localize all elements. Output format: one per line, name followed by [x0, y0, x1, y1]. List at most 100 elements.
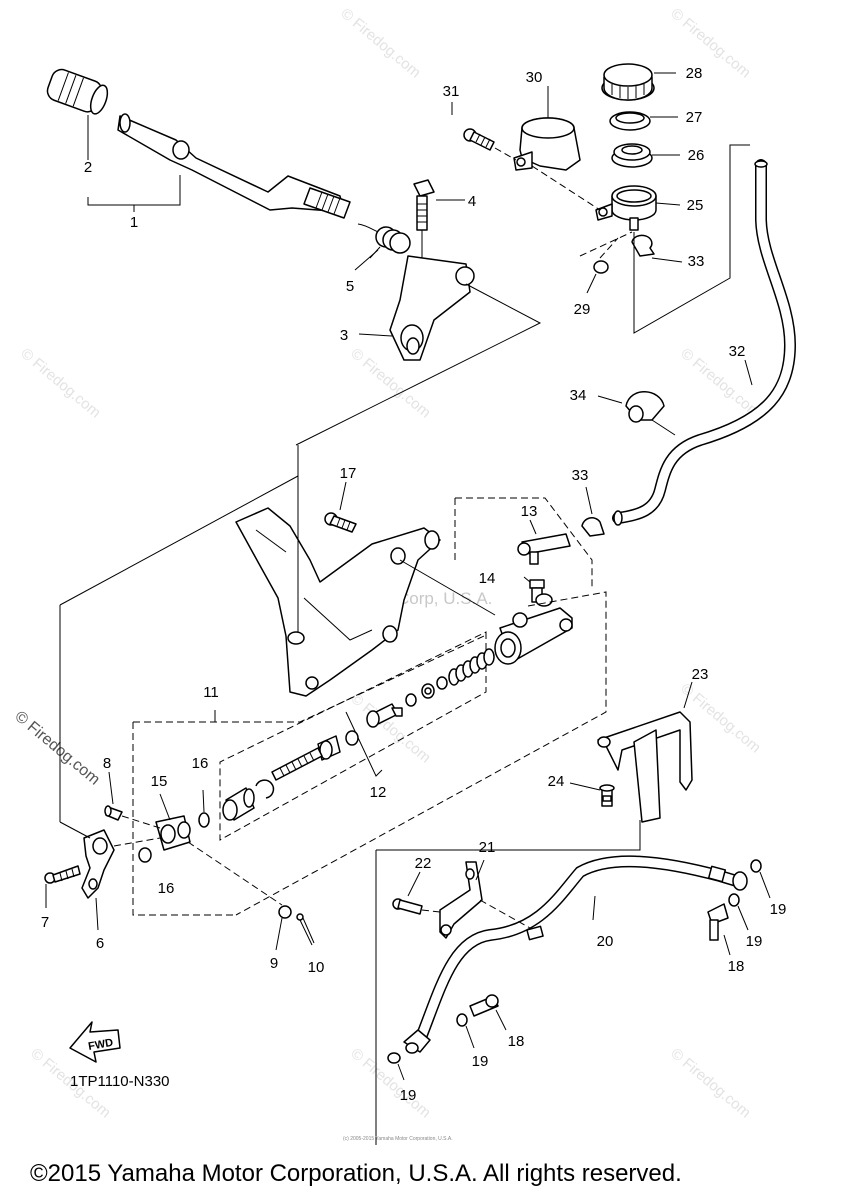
gasket-19b-part	[728, 893, 740, 907]
rod-joint-group	[104, 771, 315, 951]
callout-19a: 19	[770, 901, 787, 918]
hose-joint-13-part	[517, 519, 571, 565]
callout-31: 31	[443, 83, 460, 100]
callout-10: 10	[308, 959, 325, 976]
callout-27: 27	[686, 109, 703, 126]
tiny-watermark: (c) 2005-2015 Yamaha Motor Corporation, …	[343, 1136, 453, 1142]
callout-2: 2	[84, 159, 92, 176]
master-cylinder-group	[235, 497, 607, 916]
copyright-notice: ©2015 Yamaha Motor Corporation, U.S.A. A…	[30, 1160, 682, 1187]
cotter-pin-10-part	[296, 913, 315, 946]
gasket-19c-part	[456, 1013, 468, 1027]
callout-22: 22	[415, 855, 432, 872]
pin-8-part	[104, 771, 161, 829]
callout-33a: 33	[688, 253, 705, 270]
callout-26: 26	[688, 147, 705, 164]
callout-28: 28	[686, 65, 703, 82]
callout-33b: 33	[572, 467, 589, 484]
push-rod-part	[271, 735, 341, 781]
reservoir-hose-group	[581, 159, 797, 537]
watermark-site: © Firedog.com	[667, 5, 753, 81]
callout-18b: 18	[508, 1033, 525, 1050]
piston-kit-group	[132, 631, 495, 916]
callout-3: 3	[340, 327, 348, 344]
callout-34: 34	[570, 387, 587, 404]
shift-pedal-group	[46, 68, 351, 219]
shift-arm-bracket-part	[295, 255, 542, 446]
boot-part	[222, 787, 255, 821]
callout-24: 24	[548, 773, 565, 790]
callout-30: 30	[526, 69, 543, 86]
callout-18a: 18	[728, 958, 745, 975]
part-code: 1TP1110-N330	[70, 1073, 170, 1090]
callout-25: 25	[687, 197, 704, 214]
hose-clamp-33-part	[631, 234, 683, 263]
bolt-7-part	[44, 865, 81, 908]
watermark-site: © Firedog.com	[17, 345, 103, 421]
bolt-4-part	[413, 179, 465, 300]
hose-bracket-23-part	[597, 681, 693, 823]
callout-19d: 19	[400, 1087, 417, 1104]
reservoir-tank-part	[595, 185, 681, 231]
callout-13: 13	[521, 503, 538, 520]
callout-14: 14	[479, 570, 496, 587]
union-bolt-18-part	[707, 903, 731, 956]
callout-11: 11	[203, 684, 219, 701]
reservoir-holder-part	[513, 86, 581, 171]
cap-plate-part	[609, 111, 678, 131]
return-spring-part	[354, 223, 411, 271]
callout-23: 23	[692, 666, 709, 683]
fwd-label: FWD	[87, 1037, 114, 1053]
footrest-bracket-part	[235, 507, 441, 697]
guide-21-part	[439, 859, 531, 939]
arm-6-group	[44, 475, 299, 931]
bolt-31-part	[451, 102, 517, 161]
bolt-24-part	[569, 782, 615, 807]
washer-16-part	[198, 812, 210, 828]
watermark-site: © Firedog.com	[677, 345, 763, 421]
fwd-arrow: FWD	[69, 1021, 121, 1063]
callout-8: 8	[103, 755, 111, 772]
callout-32: 32	[729, 343, 746, 360]
gasket-19d-part	[387, 1052, 401, 1064]
callout-19b: 19	[746, 933, 763, 950]
bolt-22-part	[392, 871, 441, 915]
piston-spring-part	[448, 648, 495, 686]
brake-hose-group	[375, 681, 771, 1145]
hose-clamp-34-part	[597, 391, 676, 436]
union-bolt-18b-part	[469, 994, 507, 1031]
callout-15: 15	[151, 773, 168, 790]
collar-29-part	[579, 231, 633, 294]
circlip-part	[255, 779, 275, 799]
callout-21: 21	[479, 839, 496, 856]
joint-15-part	[155, 793, 191, 851]
reservoir-cap-part	[601, 63, 676, 101]
watermark-site: © Firedog.com	[667, 1045, 753, 1121]
callout-16a: 16	[192, 755, 209, 772]
callout-1: 1	[130, 214, 138, 231]
callout-4: 4	[468, 193, 476, 210]
reservoir-group	[451, 63, 750, 334]
callout-29: 29	[574, 301, 591, 318]
callout-12: 12	[370, 784, 387, 801]
washer-16b-part	[138, 847, 152, 863]
bolt-17-part	[324, 481, 357, 533]
watermark-site: © Firedog.com	[337, 5, 423, 81]
watermark-site-strong: © Firedog.com	[11, 708, 102, 789]
callout-19c: 19	[472, 1053, 489, 1070]
callout-6: 6	[96, 935, 104, 952]
callouts: 1 2 3 4 5 6 7 8 9 10 11 12 13 14 15 16 1…	[41, 65, 787, 1104]
piston-part	[366, 703, 403, 728]
hose-clamp-33b-part	[581, 486, 605, 537]
washer-9-part	[278, 905, 292, 919]
callout-7: 7	[41, 914, 49, 931]
callout-17: 17	[340, 465, 357, 482]
callout-16b: 16	[158, 880, 175, 897]
diaphragm-part	[611, 143, 680, 168]
master-cylinder-part	[494, 593, 573, 665]
callout-9: 9	[270, 955, 278, 972]
callout-5: 5	[346, 278, 354, 295]
pedal-shaft-part	[303, 187, 351, 219]
gasket-19a-part	[750, 859, 762, 873]
